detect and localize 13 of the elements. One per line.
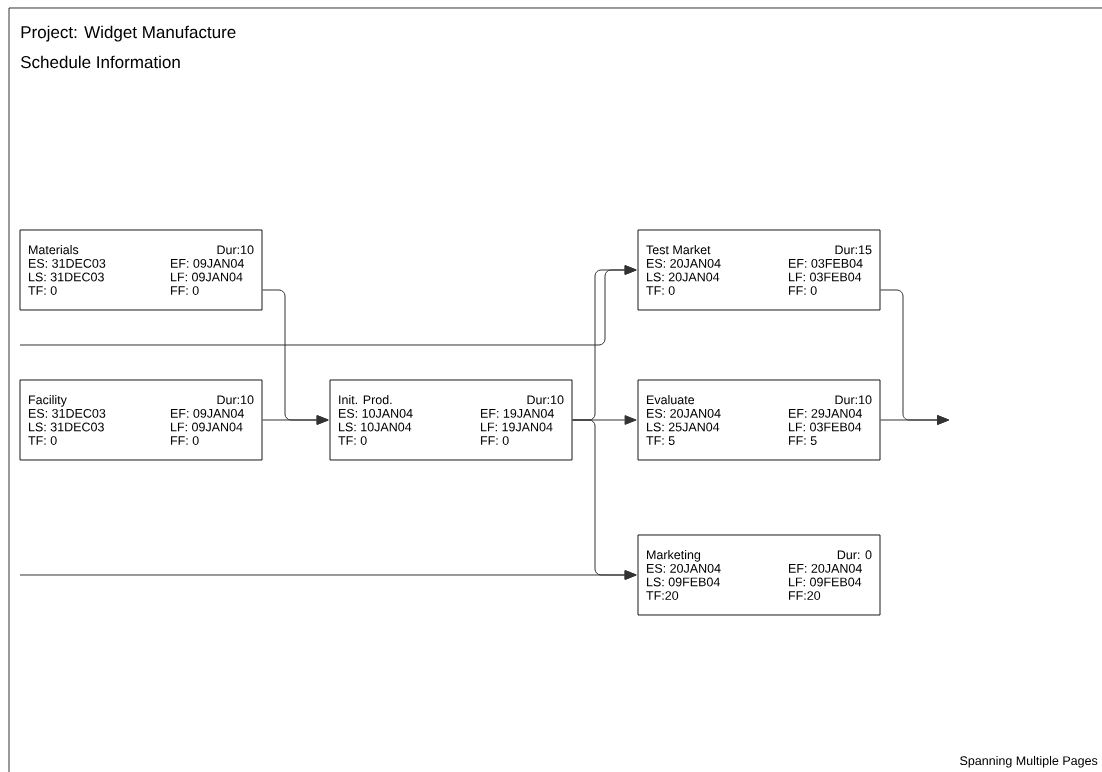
arrow: [261, 415, 329, 425]
task-box: Test Market Dur:15 ES: 20JAN04 EF: 03FEB04 LS: 20JAN04 LF: 03FEB04 TF: 0 FF: 0: [637, 229, 881, 311]
task-box: Materials Dur:10 ES: 31DEC03 EF: 09JAN04 LS: 31DEC03 LF: 09JAN04 TF: 0 FF: 0: [19, 229, 263, 311]
arrow: [19, 570, 637, 580]
footer-note: Spanning Multiple Pages: [960, 755, 1098, 768]
arrow: [19, 265, 637, 346]
task-box: Facility Dur:10 ES: 31DEC03 EF: 09JAN04 LS: 31DEC03 LF: 09JAN04 TF: 0 FF: 0: [19, 379, 263, 461]
subtitle: Schedule Information: [20, 55, 180, 69]
arrow: [879, 415, 950, 425]
task-box: Marketing Dur: 0 ES: 20JAN04 EF: 20JAN04 LS: 09FEB04 LF: 09FEB04 TF:20 FF:20: [637, 534, 881, 616]
title: Project: Widget Manufacture: [21, 25, 236, 42]
task-box: Evaluate Dur:10 ES: 20JAN04 EF: 29JAN04 LS: 25JAN04 LF: 03FEB04 TF: 5 FF: 5: [637, 379, 881, 461]
task-box: Init. Prod. Dur:10 ES: 10JAN04 EF: 19JAN04 LS: 10JAN04 LF: 19JAN04 TF: 0 FF: 0: [329, 379, 573, 461]
